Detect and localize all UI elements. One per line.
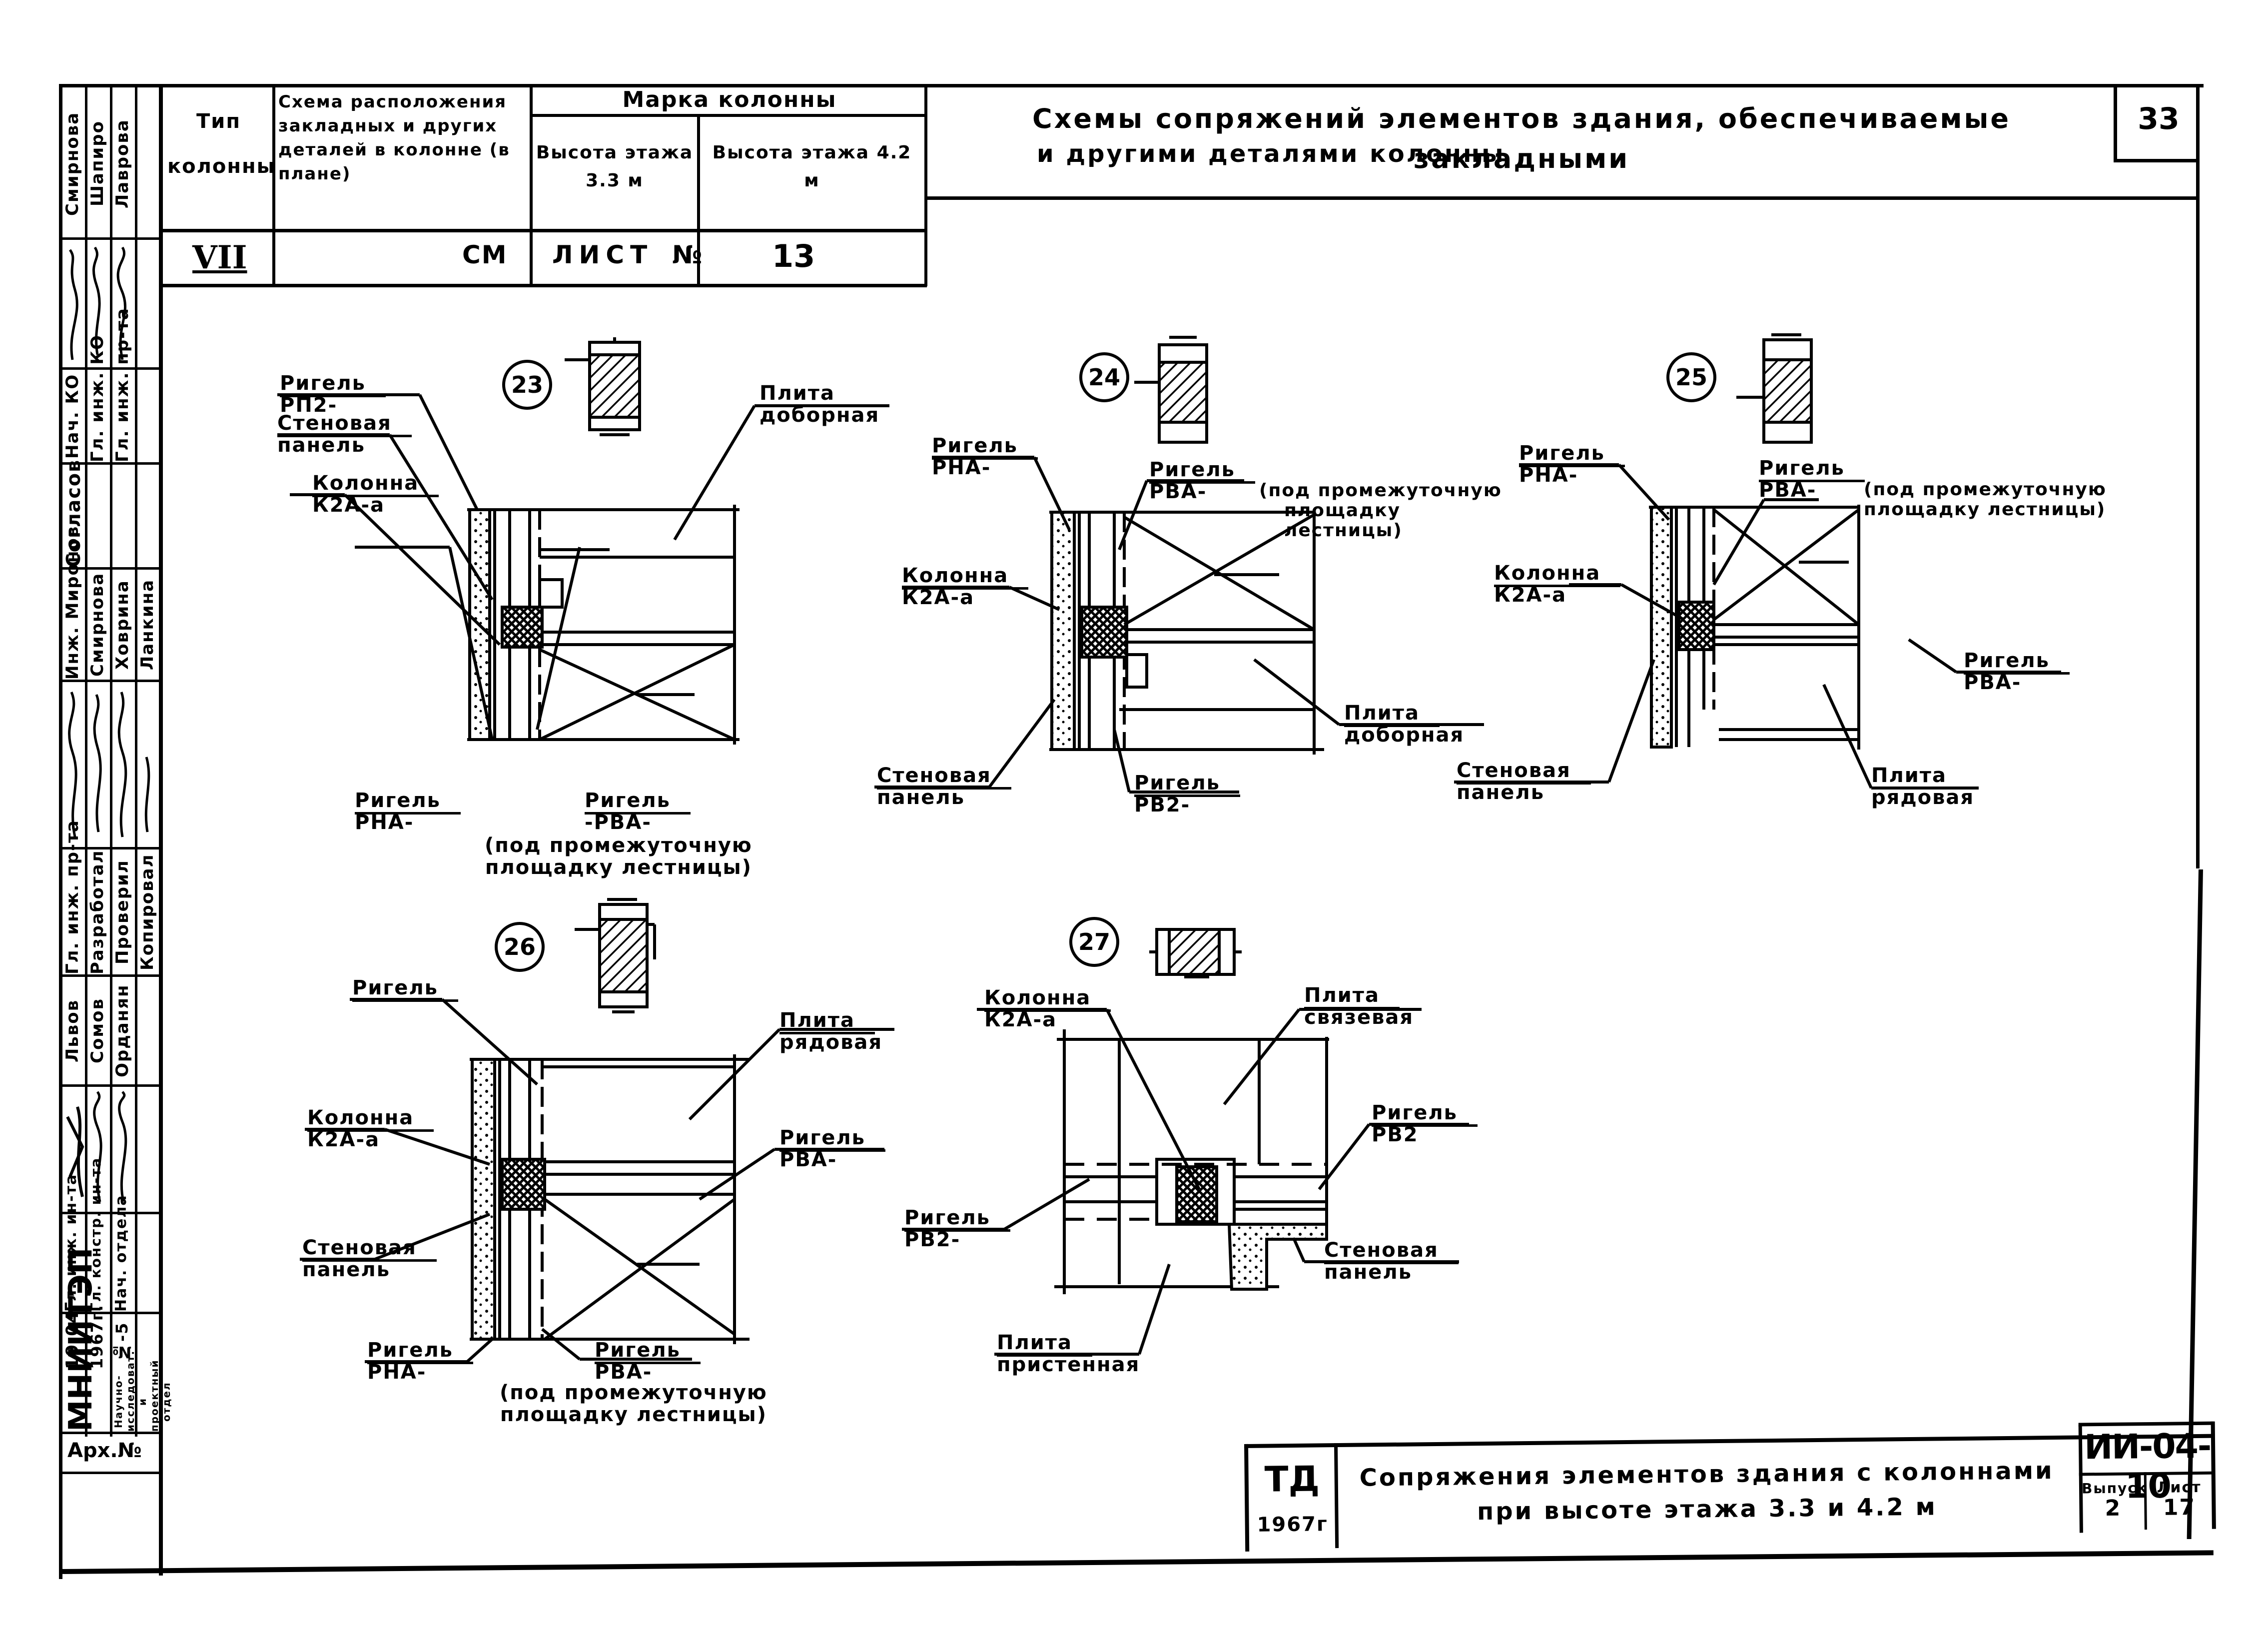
diagram-number-badge: 27 xyxy=(1069,917,1119,967)
header-table: Тип колонны Схема расположения закладных… xyxy=(162,84,927,287)
sheet-title-line1: Схемы сопряжений элементов здания, обесп… xyxy=(1032,103,2011,174)
diagram-27-column xyxy=(1175,1165,1218,1223)
title-block: ТД 1967г Сопряжения элементов здания с к… xyxy=(1244,1421,2216,1552)
diagram-23-column xyxy=(501,606,544,649)
diagram-27 xyxy=(902,928,1469,1356)
ref-number-sign: № xyxy=(672,240,704,269)
ref-prefix: СМ xyxy=(462,240,508,269)
header-col-h42: Высота этажа 4.2 м xyxy=(712,142,912,191)
diagram-26-wall-panel xyxy=(471,1058,496,1341)
header-col-scheme: Схема расположения закладных и других де… xyxy=(278,92,510,184)
left-stamp: Смирнова Шапиро Лаврова Нач. КО Гл. инж.… xyxy=(62,87,172,1572)
diagram-23-column-section-icon xyxy=(565,337,641,436)
diagram-number-badge: 24 xyxy=(1079,352,1129,402)
stamp-archive-number: Арх.№ xyxy=(67,1439,142,1462)
diagram-24 xyxy=(874,336,1484,794)
column-type-value: VII xyxy=(192,239,247,276)
diagram-24-wall-panel xyxy=(1050,511,1076,751)
sheet-title-line2: и другими деталями колонны xyxy=(1037,140,1506,168)
diagram-24-column-section-icon xyxy=(1134,336,1208,444)
label-rigel: Ригель-РВА- xyxy=(585,789,691,833)
signature-group-3 xyxy=(66,1091,127,1202)
diagram-23 xyxy=(277,337,889,745)
signature-group-1 xyxy=(68,246,126,360)
header-col-type: Тип колонны xyxy=(167,110,276,178)
signature-group-2 xyxy=(68,692,150,837)
diagram-26-column xyxy=(501,1158,546,1211)
diagram-number-badge: 23 xyxy=(502,360,552,410)
header-col-h33: Высота этажа 3.3 м xyxy=(536,142,694,191)
diagram-27-column-section-icon xyxy=(1149,928,1242,978)
sheet-value: 17 xyxy=(2163,1495,2196,1521)
title-block-code: ТД xyxy=(1264,1458,1320,1500)
drawing-frame xyxy=(59,84,2204,1579)
diagram-25 xyxy=(1454,333,2061,790)
frame-right-edge-upper xyxy=(2196,84,2200,868)
diagram-number-badge: 26 xyxy=(495,922,545,972)
title-block-title-line2: при высоте этажа 3.3 и 4.2 м xyxy=(1477,1493,1938,1526)
diagram-26 xyxy=(300,898,894,1363)
ref-sheet-value: 13 xyxy=(772,238,815,274)
issue-value: 2 xyxy=(2105,1495,2122,1521)
stamp-column-border xyxy=(159,84,163,1576)
diagram-25-column xyxy=(1677,601,1715,651)
header-col-mark: Марка колонны xyxy=(622,87,837,112)
diagram-25-wall-panel xyxy=(1650,506,1673,749)
page-number: 33 xyxy=(2138,101,2180,136)
diagram-25-column-section-icon xyxy=(1736,333,1813,444)
diagram-27-wall-panel xyxy=(1227,1223,1328,1291)
label-rigel: Ригель xyxy=(352,976,458,1002)
sheet-title-area: Схемы сопряжений элементов здания, обесп… xyxy=(927,84,2199,200)
diagram-26-column-section-icon xyxy=(575,898,656,1013)
diagram-24-column xyxy=(1080,606,1128,659)
diagram-number-badge: 25 xyxy=(1666,352,1716,402)
title-block-year: 1967г xyxy=(1257,1513,1329,1537)
ref-sheet-label: ЛИСТ xyxy=(552,240,654,269)
title-block-title-line1: Сопряжения элементов здания с колоннами xyxy=(1359,1457,2054,1492)
